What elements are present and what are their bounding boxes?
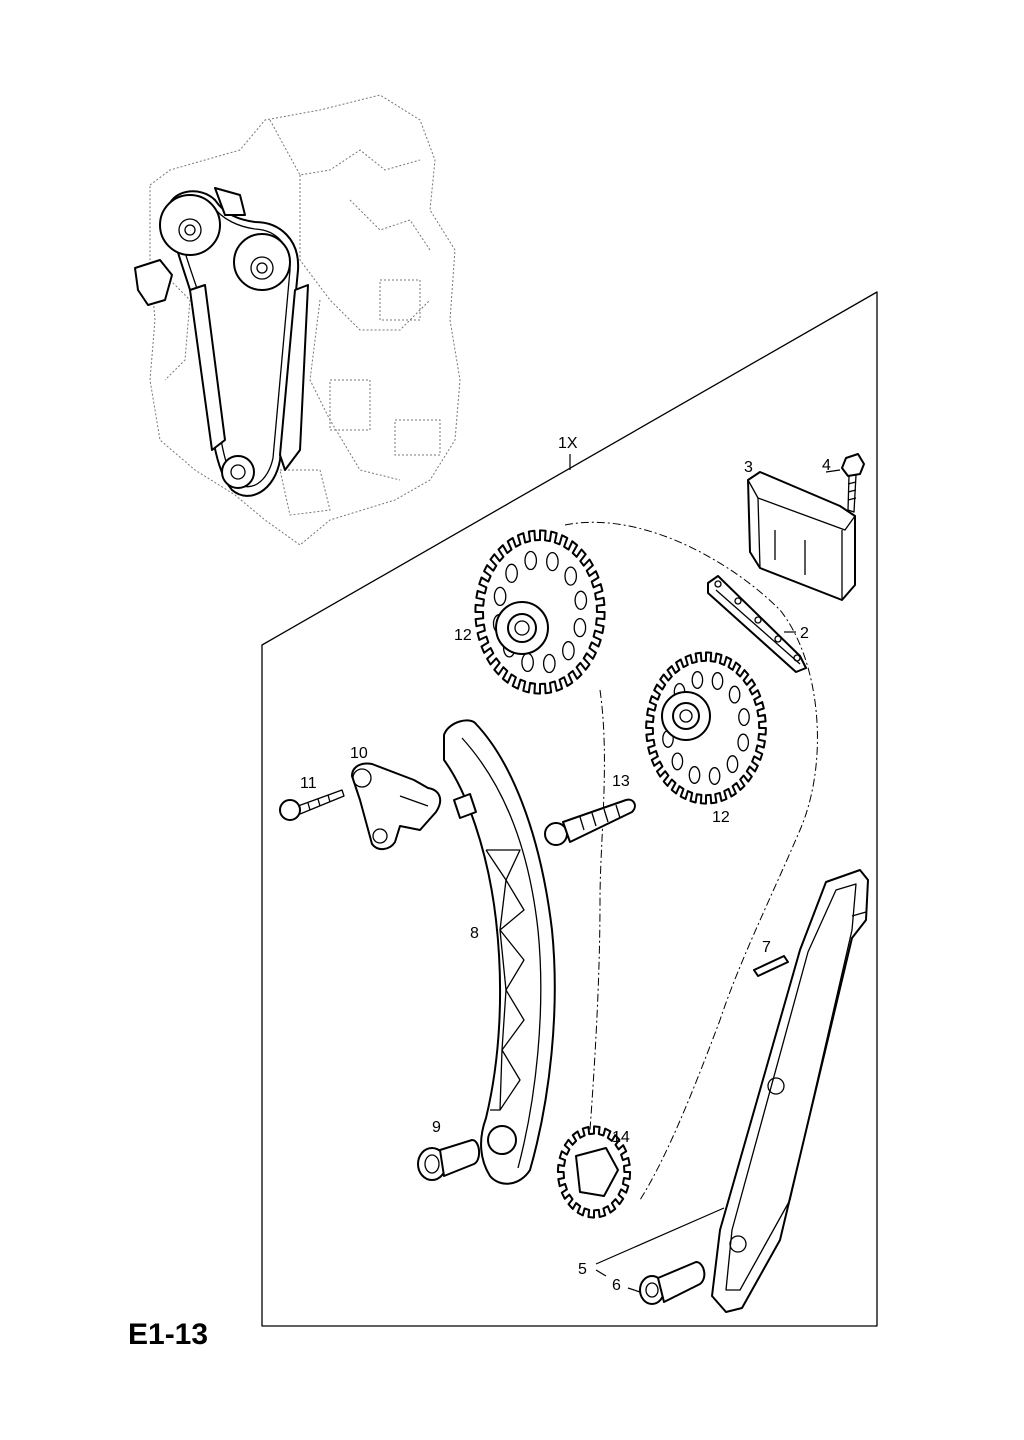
camshaft-sprocket-lower [645,651,767,805]
sprocket-hole [711,672,724,690]
chain-guide-rail-straight [711,869,869,1313]
page-code: E1-13 [128,1318,208,1351]
callout-12-lower: 12 [712,809,730,826]
callout-2: 2 [800,625,809,642]
guide-pivot-bolt [417,1139,480,1181]
timing-chain-segment [707,575,807,673]
sprocket-hole [574,590,588,610]
sprocket-hole [542,653,556,674]
sprocket-hole [546,551,559,572]
callout-12-upper: 12 [454,627,472,644]
chain-tensioner-block [747,471,856,601]
camshaft-sprocket-upper [474,529,606,695]
sprocket-hole [728,685,741,704]
callout-8: 8 [470,925,479,942]
chain-guide-rail-curved [443,719,556,1185]
chain-tensioner-housing [351,762,442,850]
callout-11: 11 [300,775,317,792]
chain-routing-path [564,521,818,1201]
callout-13: 13 [612,773,630,790]
callout-3: 3 [744,459,753,476]
sprocket-hole [691,671,704,689]
sprocket-hole [737,733,750,752]
sprocket-hole [505,563,518,583]
sprocket-hole [573,617,587,638]
kit-outline [261,291,878,1327]
callout-7: 7 [762,939,771,956]
sprocket-hole [671,752,684,771]
engine-overview-illustration [134,94,461,546]
sprocket-hole [564,566,578,586]
sprocket-hole [493,586,507,607]
callout-6: 6 [612,1277,621,1294]
sprocket-hole [524,550,538,571]
housing-bolt [279,789,345,821]
callout-14: 14 [612,1129,630,1146]
tensioner-bolt [841,453,865,513]
dowel-pin [753,955,789,977]
callout-labels: 1X 2 3 4 5 6 7 8 9 10 11 12 12 13 14 [300,435,831,1294]
sprocket-hole [688,766,701,784]
straight-guide-pivot-bolt [639,1261,706,1305]
callout-4: 4 [822,457,831,474]
sprocket-hole [726,755,739,774]
callout-9: 9 [432,1119,441,1136]
crankshaft-sprocket [556,1125,632,1219]
sprocket-hole [562,641,575,661]
sprocket-bolt [544,798,636,846]
callout-5: 5 [578,1261,587,1278]
sprocket-hole [738,708,750,727]
callout-10: 10 [350,745,368,762]
callout-1x: 1X [558,435,578,452]
sprocket-hole [708,767,721,785]
leader-lines [595,469,841,1293]
